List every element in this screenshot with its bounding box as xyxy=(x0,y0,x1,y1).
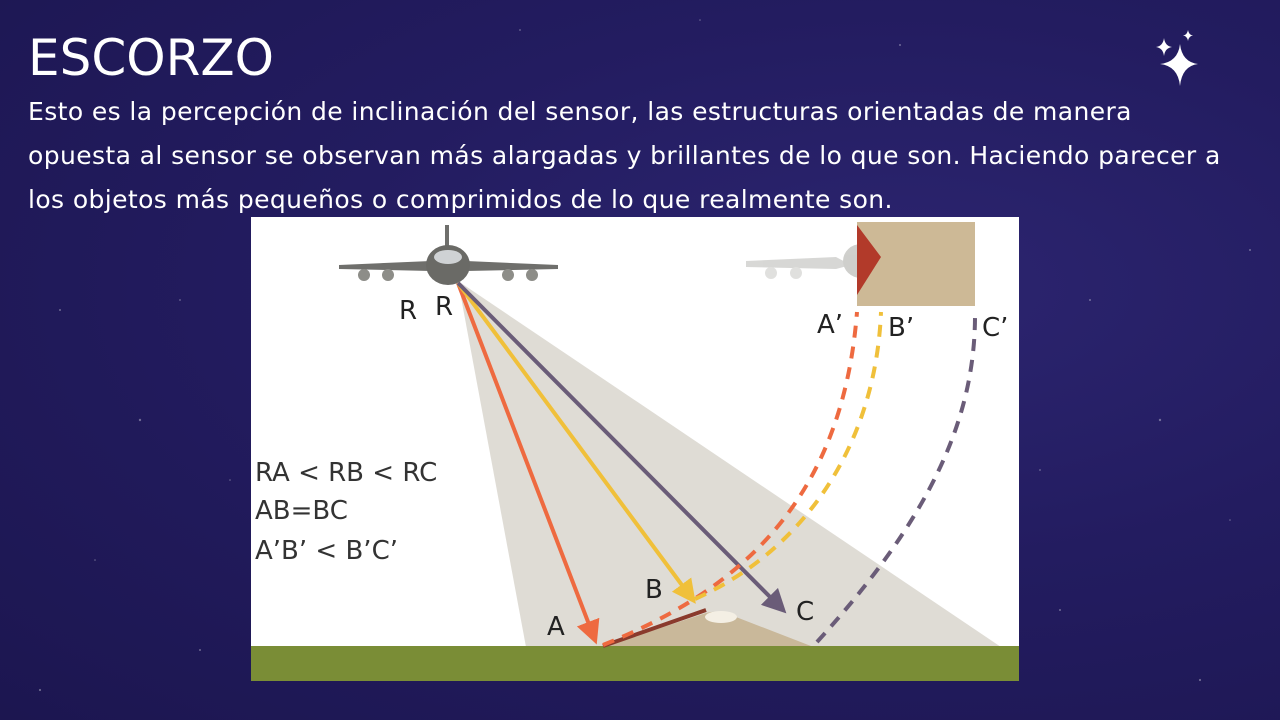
label-b-prime: B’ xyxy=(888,313,914,343)
slide-title: ESCORZO xyxy=(28,29,274,87)
label-c: C xyxy=(796,597,814,627)
relation-ab-bc: AB=BC xyxy=(255,496,348,526)
slope-highlight xyxy=(705,611,737,623)
slide-body-text: Esto es la percepción de inclinación del… xyxy=(28,97,1221,214)
label-a: A xyxy=(547,612,565,642)
ray-rc xyxy=(456,281,787,614)
radar-image-block xyxy=(857,222,975,306)
projection-b xyxy=(694,311,883,601)
ray-rb xyxy=(456,281,696,604)
label-c-prime: C’ xyxy=(982,313,1008,343)
terrain-slope xyxy=(606,611,811,646)
projection-a xyxy=(602,311,859,647)
projection-c xyxy=(815,311,978,644)
relation-image-lengths: A’B’ < B’C’ xyxy=(255,536,398,566)
foreshortening-diagram: R R A B C A’ B’ C’ RA < RB < RC AB=BC A’… xyxy=(251,217,1019,681)
label-r-right: R xyxy=(435,292,453,322)
label-r-left: R xyxy=(399,296,417,326)
label-a-prime: A’ xyxy=(817,310,843,340)
segment-ab xyxy=(602,608,707,648)
ray-ra xyxy=(456,282,600,645)
relation-distances: RA < RB < RC xyxy=(255,458,437,488)
radar-marker xyxy=(857,225,881,295)
ground-strip xyxy=(251,646,1019,681)
label-b: B xyxy=(645,575,663,605)
sparkle-icon xyxy=(1156,30,1198,86)
radar-beam xyxy=(458,281,1001,647)
aircraft-left-icon xyxy=(339,225,558,285)
